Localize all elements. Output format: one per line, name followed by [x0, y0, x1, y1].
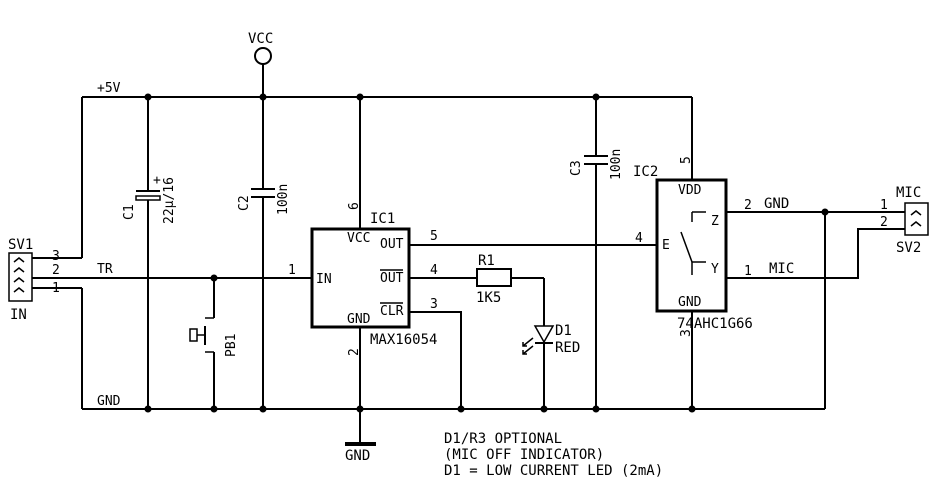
tr-net: TR [32, 262, 312, 279]
junction-dot [210, 274, 218, 282]
ic1-pin-in: IN [316, 272, 332, 287]
ic2-name: IC2 [633, 164, 658, 180]
junction-dot [688, 405, 696, 413]
junction-dot [592, 93, 600, 101]
ic2-pin-z: Z [711, 214, 719, 229]
gnd-rail: GND [32, 287, 825, 410]
ic2-y-mic-net: MIC [726, 228, 905, 279]
ic1-num-outn: 4 [430, 263, 438, 278]
junction-dot [592, 405, 600, 413]
junction-dot [144, 405, 152, 413]
gnd-symbol: GND [345, 409, 376, 464]
junction-dot [144, 93, 152, 101]
sv1-io: IN [10, 307, 27, 323]
ic2-num-z: 2 [744, 198, 752, 213]
ic2-pin-y: Y [711, 262, 719, 277]
sv1-connector: SV1 IN 3 2 1 [8, 237, 60, 323]
c1-capacitor: + C1 22µ/16 [122, 97, 177, 409]
note-line-1: D1/R3 OPTIONAL [444, 431, 562, 447]
notes: D1/R3 OPTIONAL (MIC OFF INDICATOR) D1 = … [444, 431, 663, 479]
gnd-left-label: GND [97, 394, 121, 409]
sv1-pin-2: 2 [52, 263, 60, 278]
junction-dot [259, 93, 267, 101]
ic2-num-e: 4 [635, 231, 643, 246]
c1-polarity: + [153, 173, 161, 188]
junction-dot [457, 405, 465, 413]
c2-capacitor: C2 100n [237, 97, 291, 409]
ic1-pin-vcc: VCC [347, 231, 370, 246]
mic-net-label: MIC [769, 261, 794, 277]
tr-label: TR [97, 262, 113, 277]
ic2-num-gnd: 3 [679, 329, 694, 337]
ic1-part: MAX16054 [370, 332, 437, 348]
junction-dot [540, 405, 548, 413]
ic1-pin-out: OUT [380, 237, 404, 252]
ic2-pin-gnd: GND [678, 295, 702, 310]
pb1-name: PB1 [224, 334, 239, 357]
ic2-num-y: 1 [744, 264, 752, 279]
ic2-74ahc1g66: IC2 74AHC1G66 VDD Z E Y GND 5 2 4 1 3 [633, 97, 753, 409]
ic2-part: 74AHC1G66 [677, 316, 753, 332]
c3-value: 100n [609, 149, 624, 180]
note-line-3: D1 = LOW CURRENT LED (2mA) [444, 463, 663, 479]
gnd-ic2-out-label: GND [764, 196, 789, 212]
junction-dot [210, 405, 218, 413]
d1-name: D1 [555, 323, 572, 339]
d1-value: RED [555, 340, 580, 356]
vcc-terminal: VCC [248, 31, 273, 97]
junction-dot [821, 208, 829, 216]
junction-dot [356, 93, 364, 101]
junction-dot [259, 405, 267, 413]
ic1-pin-clr: CLR [380, 304, 404, 319]
ic1-pin-outn: OUT [380, 271, 404, 286]
pb1-pushbutton: PB1 [189, 278, 239, 409]
ic1-pin-gnd: GND [347, 312, 371, 327]
plus5v-rail: +5V [32, 81, 692, 259]
ic2-pin-e: E [662, 238, 670, 253]
plus5v-label: +5V [97, 81, 121, 96]
ic1-num-in: 1 [288, 263, 296, 278]
c3-name: C3 [569, 160, 584, 176]
ic1-name: IC1 [370, 211, 395, 227]
d1-led: D1 RED [522, 278, 580, 409]
sv1-name: SV1 [8, 237, 33, 253]
r1-value: 1K5 [476, 290, 501, 306]
ic1-num-gnd: 2 [347, 348, 362, 356]
ic2-z-gnd-net: GND [726, 196, 905, 409]
sv2-connector: MIC SV2 1 2 [880, 185, 929, 256]
gnd-bottom-label: GND [345, 448, 370, 464]
sv2-io: MIC [896, 185, 921, 201]
sv2-name: SV2 [896, 240, 921, 256]
r1-name: R1 [478, 253, 495, 269]
ic1-num-clr: 3 [430, 297, 438, 312]
ic1-max16054: IC1 MAX16054 VCC IN OUT OUT CLR GND 6 1 … [288, 97, 438, 409]
c1-name: C1 [122, 204, 137, 220]
sv2-pin-2: 2 [880, 215, 888, 230]
sv1-pin-1: 1 [52, 281, 60, 296]
junction-dot [356, 405, 364, 413]
ic1-num-vcc: 6 [347, 202, 362, 210]
r1-resistor: R1 1K5 [409, 253, 544, 306]
ic2-num-vdd: 5 [679, 156, 694, 164]
c1-value: 22µ/16 [162, 177, 177, 224]
c2-value: 100n [276, 184, 291, 215]
vcc-label: VCC [248, 31, 273, 47]
note-line-2: (MIC OFF INDICATOR) [444, 447, 604, 463]
sv2-pin-1: 1 [880, 198, 888, 213]
ic2-pin-vdd: VDD [678, 183, 702, 198]
c3-capacitor: C3 100n [569, 97, 624, 409]
clr-to-gnd-wire [409, 311, 462, 409]
junction-dots [144, 93, 829, 413]
sv1-pin-3: 3 [52, 249, 60, 264]
ic1-num-out: 5 [430, 229, 438, 244]
c2-name: C2 [237, 195, 252, 211]
